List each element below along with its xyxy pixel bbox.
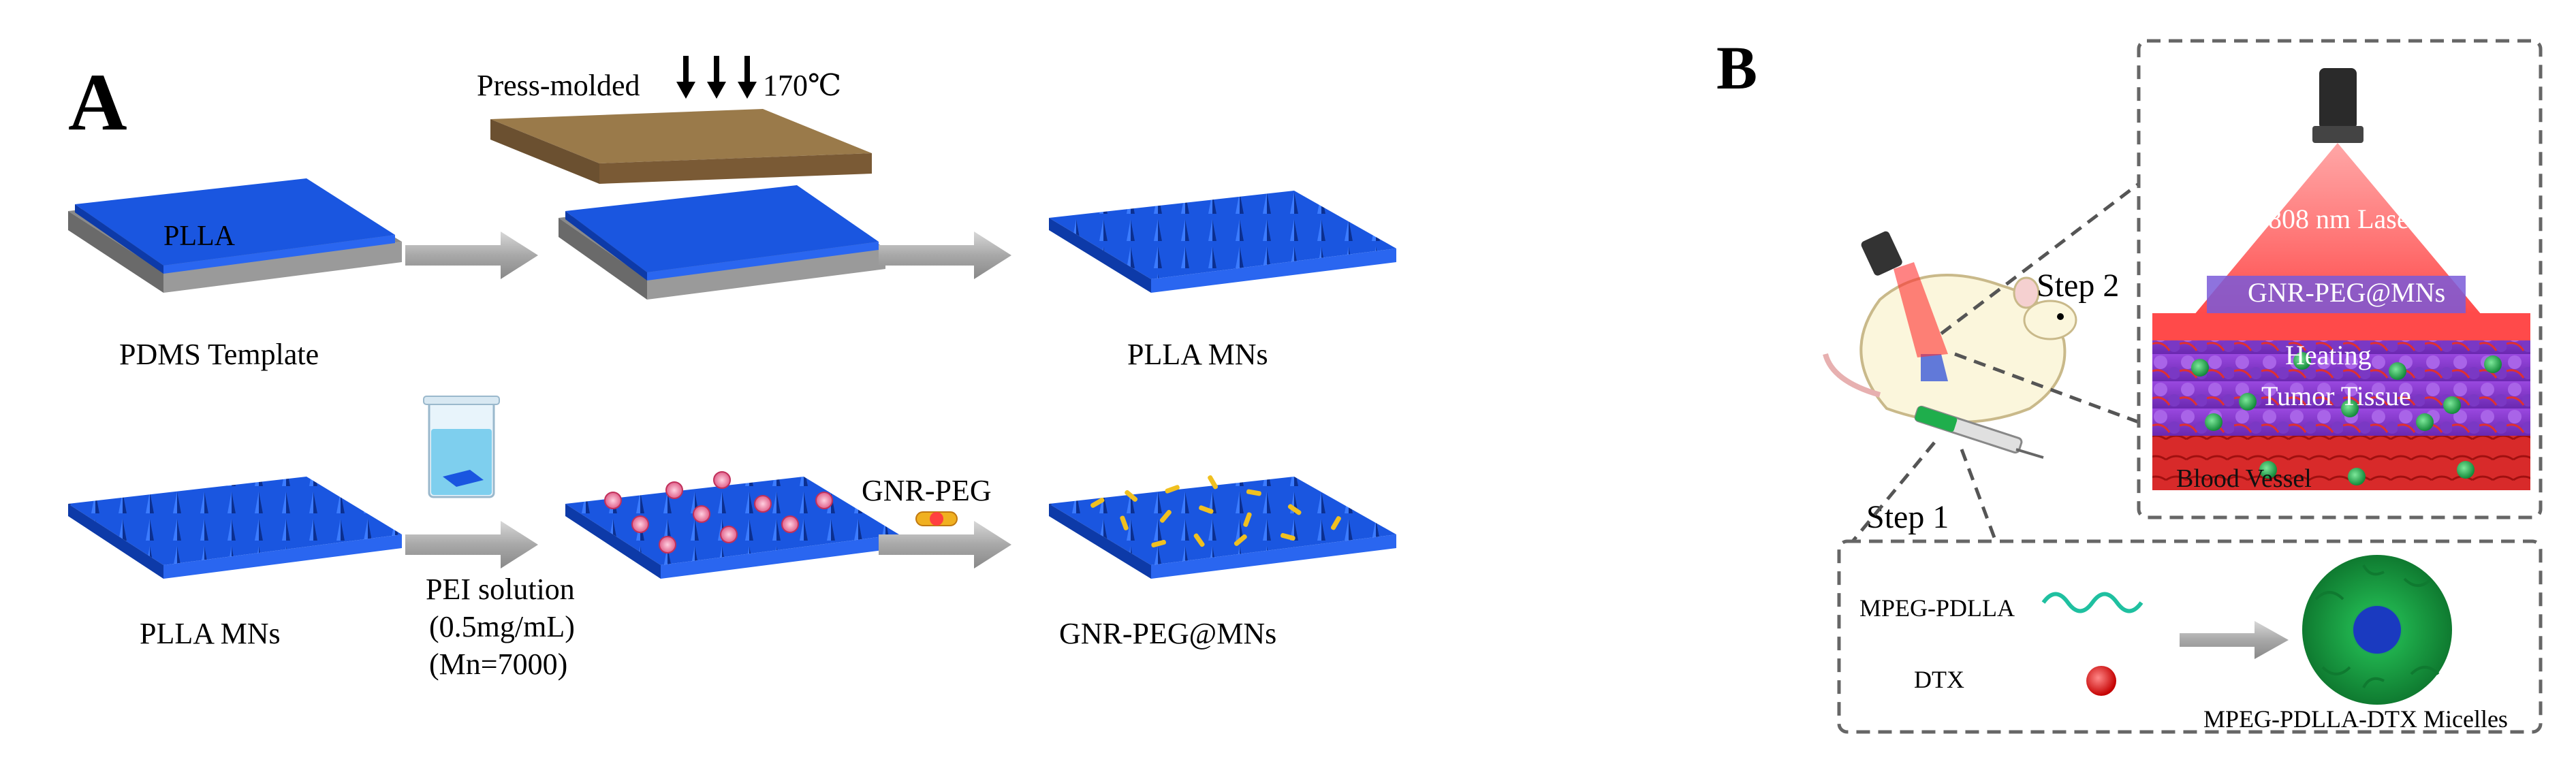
process-arrow-1: [405, 231, 538, 279]
syringe-icon: [1914, 405, 2044, 459]
gnr-peg-mns-detail-label: GNR-PEG@MNs: [2248, 277, 2445, 308]
micelle-arrow: [2180, 621, 2289, 659]
plla-mns-bottom: [68, 477, 402, 579]
laser-head-icon: [2319, 68, 2357, 129]
micelle-icon: [2302, 555, 2452, 705]
plla-mns-bottom-label: PLLA MNs: [140, 617, 281, 650]
dashed-connectors: [1851, 182, 2140, 543]
plla-mns-top: [1049, 191, 1396, 293]
gnr-peg-icon: [915, 511, 958, 526]
temperature-label: 170℃: [763, 69, 841, 102]
process-arrow-4: [879, 521, 1011, 569]
pei-concentration-label: (0.5mg/mL): [429, 610, 575, 643]
step1-label: Step 1: [1866, 499, 1949, 535]
press-arrows: [676, 56, 757, 99]
pei-solution-label: PEI solution: [426, 573, 575, 606]
pei-mn-label: (Mn=7000): [429, 647, 567, 681]
dtx-dot-icon: [2086, 666, 2116, 696]
laser-label: 808 nm Laser: [2268, 204, 2418, 234]
micelles-label: MPEG-PDLLA-DTX Micelles: [2203, 705, 2508, 733]
process-arrow-2: [879, 231, 1011, 279]
press-molded-label: Press-molded: [477, 69, 640, 102]
plla-mns-top-label: PLLA MNs: [1127, 338, 1268, 371]
plla-label: PLLA: [163, 221, 236, 252]
mpeg-pdlla-label: MPEG-PDLLA: [1859, 594, 2015, 622]
polymer-chain-icon: [2041, 592, 2143, 613]
pdms-template-label: PDMS Template: [119, 338, 319, 371]
pdms-template-with-plla: PLLA: [68, 178, 402, 293]
blood-vessel-label: Blood Vessel: [2176, 464, 2312, 493]
panel-b: B Step 2 Step 1: [1716, 35, 2543, 734]
gnr-peg-mns-label: GNR-PEG@MNs: [1059, 617, 1276, 650]
heating-label: Heating: [2285, 340, 2372, 370]
process-arrow-3: [405, 521, 538, 569]
small-laser-device: [1861, 231, 1948, 357]
panel-b-label: B: [1716, 35, 1757, 102]
positive-charge-icons: [604, 471, 833, 554]
gold-nanorods: [1090, 475, 1341, 548]
press-plate: [490, 109, 872, 184]
tumor-tissue-label: Tumor Tissue: [2261, 381, 2411, 411]
step2-label: Step 2: [2037, 268, 2119, 304]
green-particles: [2191, 352, 2502, 485]
template-pressed: [559, 185, 885, 300]
step1-detail-box: MPEG-PDLLA DTX MPEG-PDLLA-DTX Micelles: [1837, 539, 2543, 734]
gnr-peg-mns: [1049, 475, 1396, 579]
panel-a: A PLLA PDMS Template Press-molded 170℃: [68, 56, 1396, 681]
mn-patch: [2207, 276, 2466, 313]
pei-coated-mns: [565, 471, 899, 579]
beaker-icon: [423, 396, 500, 498]
step2-detail-box: 808 nm Laser GNR-PEG@MNs Heating Tumor T…: [2137, 39, 2543, 519]
panel-a-label: A: [68, 57, 127, 147]
gnr-peg-label: GNR-PEG: [862, 474, 992, 507]
dtx-label: DTX: [1914, 666, 1964, 693]
